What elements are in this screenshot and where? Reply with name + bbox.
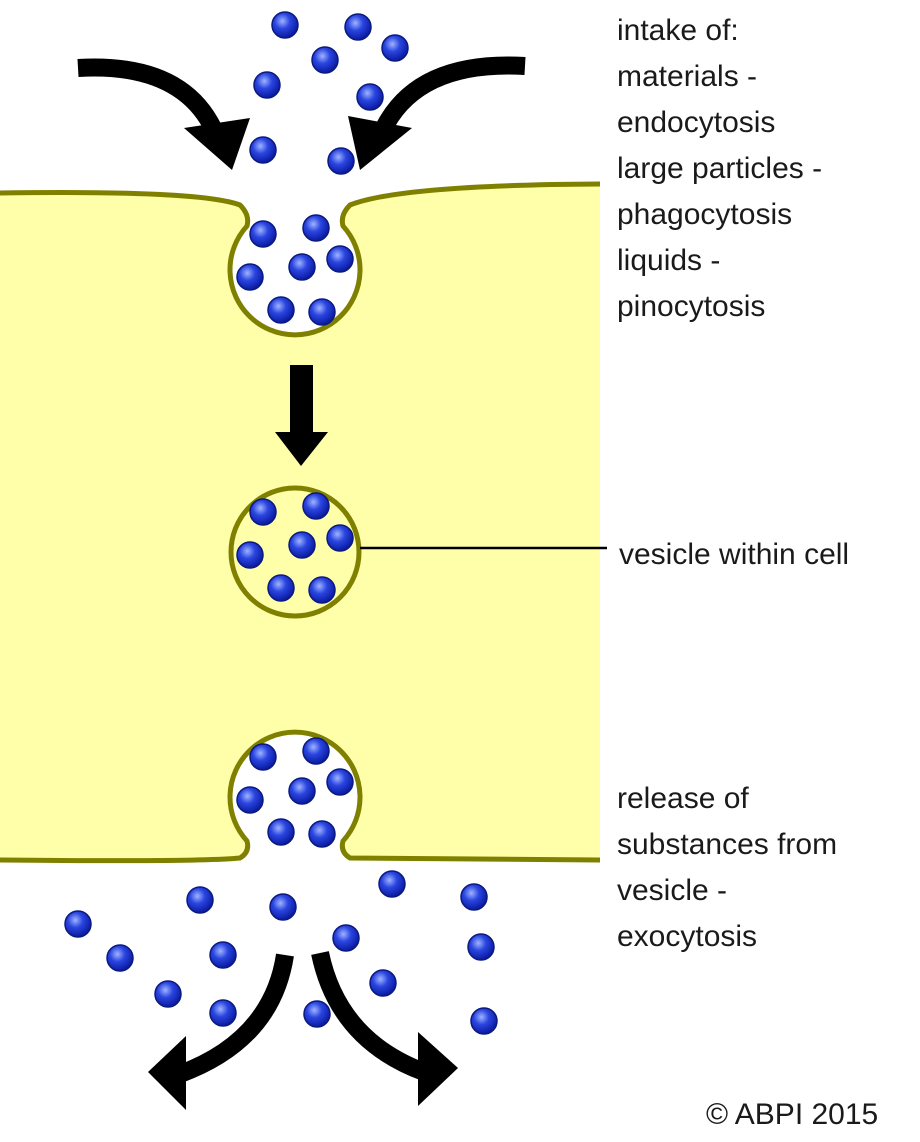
- arrow-in-left: [77, 58, 250, 170]
- intake-line: liquids -: [617, 244, 720, 277]
- particle: [381, 34, 409, 62]
- particle: [267, 574, 295, 602]
- particle: [308, 820, 336, 848]
- particle: [308, 298, 336, 326]
- release-label: release of substances from vesicle - exo…: [617, 782, 837, 953]
- particle: [249, 743, 277, 771]
- top-membrane: [0, 181, 601, 338]
- vesicle-within-cell: [228, 485, 362, 619]
- particle: [302, 492, 330, 520]
- particle: [308, 576, 336, 604]
- particles: [64, 11, 498, 1035]
- arrow-out-right: [311, 951, 458, 1106]
- intake-line: pinocytosis: [617, 290, 765, 323]
- particle: [249, 220, 277, 248]
- particle: [288, 777, 316, 805]
- particle: [327, 147, 355, 175]
- particle: [267, 296, 295, 324]
- intake-line: large particles -: [617, 152, 822, 185]
- particle: [344, 13, 372, 41]
- particle: [64, 910, 92, 938]
- arrow-in-right: [348, 56, 526, 170]
- particle: [253, 71, 281, 99]
- particle: [154, 980, 182, 1008]
- particle: [311, 46, 339, 74]
- particle: [249, 136, 277, 164]
- release-line: release of: [617, 782, 749, 815]
- vesicle-label: vesicle within cell: [619, 538, 849, 571]
- particle: [288, 531, 316, 559]
- intake-line: materials -: [617, 60, 757, 93]
- particle: [267, 818, 295, 846]
- particle: [332, 924, 360, 952]
- particle: [470, 1007, 498, 1035]
- cell-cytoplasm: [0, 184, 600, 861]
- particle: [303, 1000, 331, 1028]
- particle: [271, 11, 299, 39]
- particle: [326, 245, 354, 273]
- intake-line: endocytosis: [617, 106, 775, 139]
- release-line: exocytosis: [617, 920, 757, 953]
- release-line: substances from: [617, 828, 837, 861]
- particle: [209, 941, 237, 969]
- copyright: © ABPI 2015: [706, 1098, 878, 1131]
- release-line: vesicle -: [617, 874, 727, 907]
- particle: [326, 768, 354, 796]
- intake-line: phagocytosis: [617, 198, 792, 231]
- particle: [460, 883, 488, 911]
- particle: [269, 893, 297, 921]
- particle: [236, 786, 264, 814]
- intake-label: intake of: materials - endocytosis large…: [617, 14, 822, 323]
- particle: [326, 524, 354, 552]
- particle: [302, 737, 330, 765]
- particle: [378, 870, 406, 898]
- particle: [209, 999, 237, 1027]
- particle: [467, 933, 495, 961]
- bottom-membrane: [0, 729, 601, 864]
- particle: [356, 83, 384, 111]
- particle: [369, 969, 397, 997]
- particle: [106, 944, 134, 972]
- arrow-down: [275, 365, 328, 466]
- particle: [302, 214, 330, 242]
- particle: [236, 263, 264, 291]
- intake-line: intake of:: [617, 14, 739, 47]
- particle: [249, 498, 277, 526]
- arrow-out-left: [148, 953, 294, 1110]
- particle: [288, 253, 316, 281]
- particle: [236, 541, 264, 569]
- particle: [186, 886, 214, 914]
